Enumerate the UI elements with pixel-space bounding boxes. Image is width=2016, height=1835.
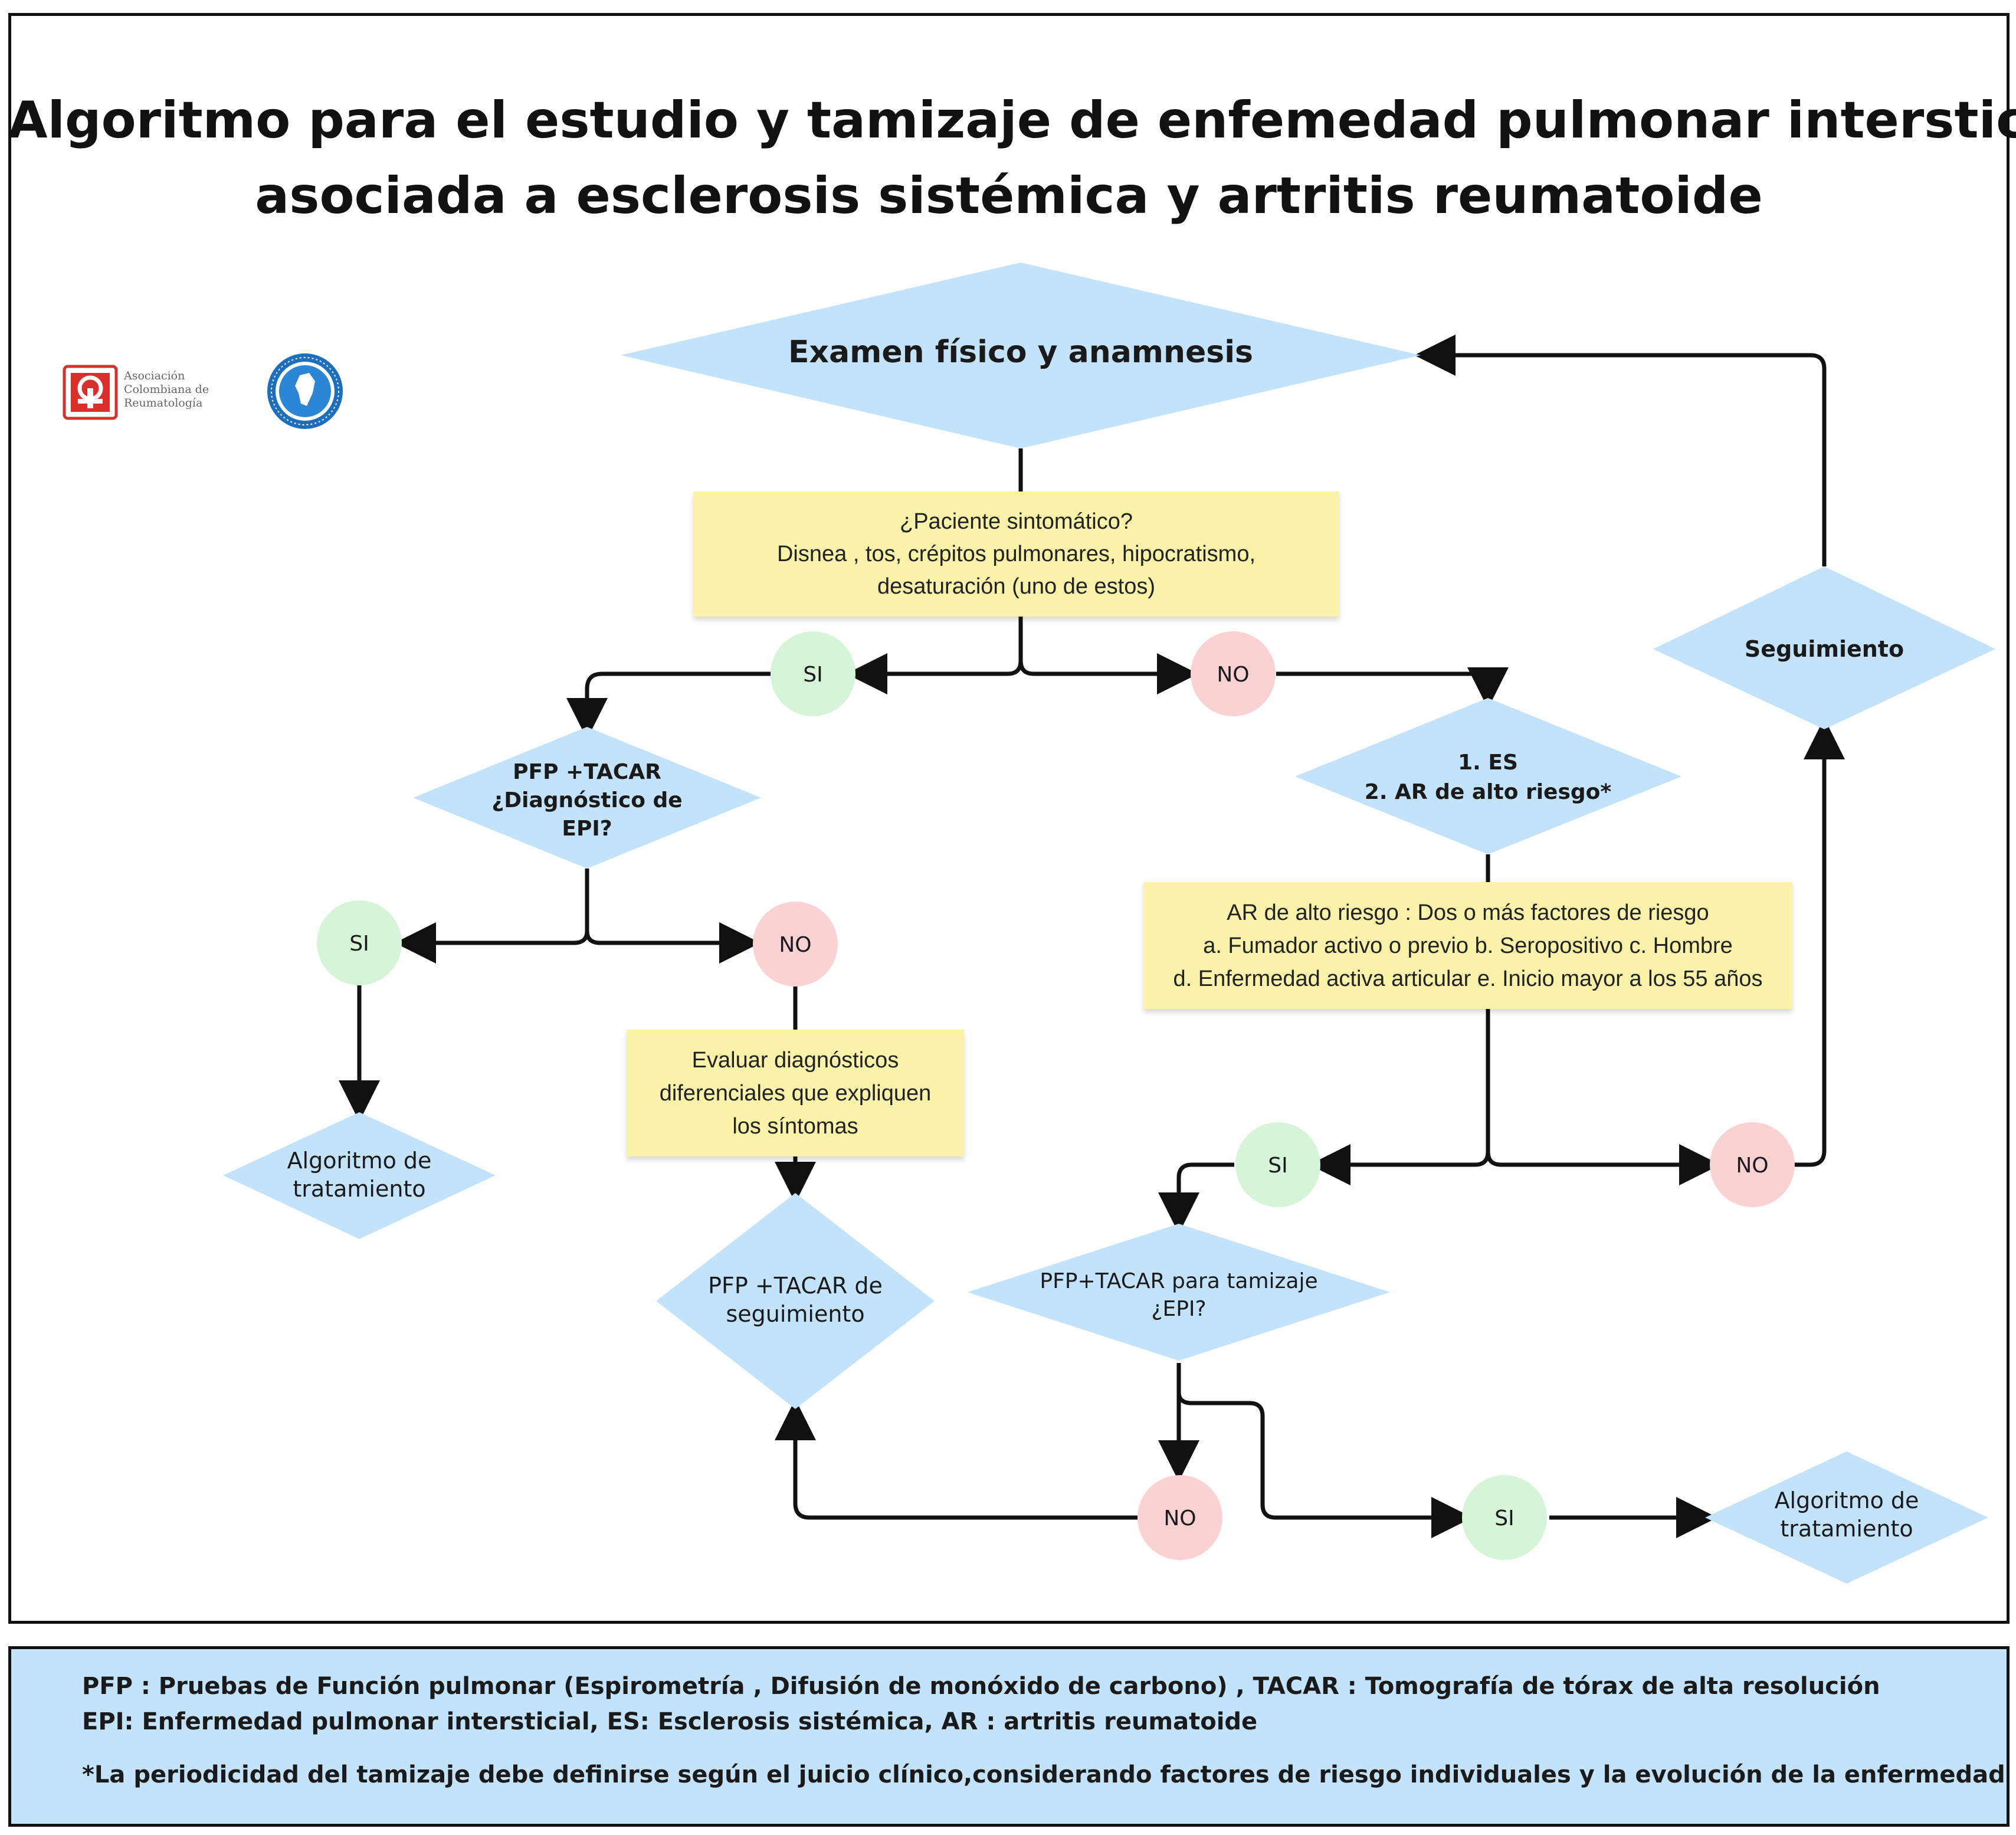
legend-line-1: PFP : Pruebas de Función pulmonar (Espir… [82,1673,1880,1700]
page-title: Algoritmo para el estudio y tamizaje de … [8,83,2016,234]
svg-text:NO: NO [1163,1506,1196,1531]
connector-to-si-2 [395,869,589,964]
decision-examen: Examen físico y anamnesis [621,263,1421,448]
seguimiento-label: Seguimiento [1745,636,1904,662]
decision-pfp-diagnostico: PFP +TACAR ¿Diagnóstico de EPI? [413,727,761,869]
answer-no-3: NO [1710,1122,1795,1207]
connectors [339,335,1845,1538]
svg-text:NO: NO [1736,1154,1768,1178]
answer-si-2: SI [317,900,402,985]
answer-no-2: NO [753,902,838,987]
connector-seguimiento-examen [1414,335,1827,566]
algoritmo-left-line-2: tratamiento [293,1176,425,1202]
note-paciente-sintomatico: ¿Paciente sintomático? Disnea , tos, cré… [693,491,1339,617]
connector-to-no-2 [585,922,760,964]
connector-to-si-1 [846,617,1023,694]
connector-to-si-3 [1309,1009,1490,1185]
legend-line-2: EPI: Enfermedad pulmonar intersticial, E… [82,1708,1258,1735]
node-algoritmo-tratamiento-right: Algoritmo de tratamiento [1705,1451,1988,1584]
svg-text:SI: SI [349,932,369,956]
algoritmo-right-line-1: Algoritmo de [1775,1487,1919,1513]
node-pfp-seguimiento: PFP +TACAR de seguimiento [656,1193,935,1409]
decision-pfp-tamizaje: PFP+TACAR para tamizaje ¿EPI? [968,1224,1390,1361]
answer-no-4: NO [1138,1475,1222,1560]
connector-si3-tamizaje [1158,1162,1234,1234]
connector-no3-seguimiento [1794,718,1845,1167]
note-ar-alto-riesgo: AR de alto riesgo : Dos o más factores d… [1143,882,1792,1009]
connector-no4-seguimiento [775,1399,1138,1520]
algoritmo-right-line-2: tratamiento [1780,1516,1913,1542]
abbreviations-legend: PFP : Pruebas de Función pulmonar (Espir… [8,1646,2010,1827]
svg-text:SI: SI [1268,1154,1287,1178]
answer-si-4: SI [1462,1475,1547,1560]
title-line-2: asociada a esclerosis sistémica y artrit… [255,166,1763,225]
legend-footnote: *La periodicidad del tamizaje debe defin… [82,1761,2005,1788]
pfp-diag-line-2: ¿Diagnóstico de [491,788,682,812]
connector-tamizaje-si4 [1176,1392,1473,1538]
pfp-diag-line-1: PFP +TACAR [513,760,661,784]
connector-to-no-3 [1486,1144,1720,1185]
connector-to-no-1 [1018,653,1198,694]
svg-text:SI: SI [1494,1506,1514,1531]
pfp-diag-line-3: EPI? [562,817,612,841]
examen-label: Examen físico y anamnesis [788,335,1253,370]
es-ar-line-1: 1. ES [1458,751,1518,775]
connector-si1-pfp [566,671,771,739]
pfp-seguimiento-line-1: PFP +TACAR de [708,1273,883,1299]
svg-text:SI: SI [803,663,822,687]
society-seal-logo [267,353,343,429]
pfp-tamizaje-line-1: PFP+TACAR para tamizaje [1040,1269,1317,1293]
title-line-1: Algoritmo para el estudio y tamizaje de … [8,91,2016,150]
algoritmo-left-line-1: Algoritmo de [287,1148,432,1174]
answer-si-3: SI [1235,1122,1320,1207]
pfp-tamizaje-line-2: ¿EPI? [1151,1297,1206,1321]
acr-logo [63,365,118,420]
answer-si-1: SI [771,631,855,716]
decision-es-ar: 1. ES 2. AR de alto riesgo* [1295,698,1681,854]
svg-text:NO: NO [1217,663,1249,687]
decision-seguimiento: Seguimiento [1653,566,1995,729]
svg-text:NO: NO [779,933,811,957]
es-ar-line-2: 2. AR de alto riesgo* [1365,780,1612,804]
pfp-seguimiento-line-2: seguimiento [726,1301,864,1327]
node-algoritmo-tratamiento-left: Algoritmo de tratamiento [223,1112,496,1239]
answer-no-1: NO [1191,631,1276,716]
connector-no1-es [1276,667,1509,709]
acr-logo-text: Asociación Colombiana de Reumatología [124,369,209,409]
note-evaluar-diagnosticos: Evaluar diagnósticos diferenciales que e… [627,1030,964,1156]
